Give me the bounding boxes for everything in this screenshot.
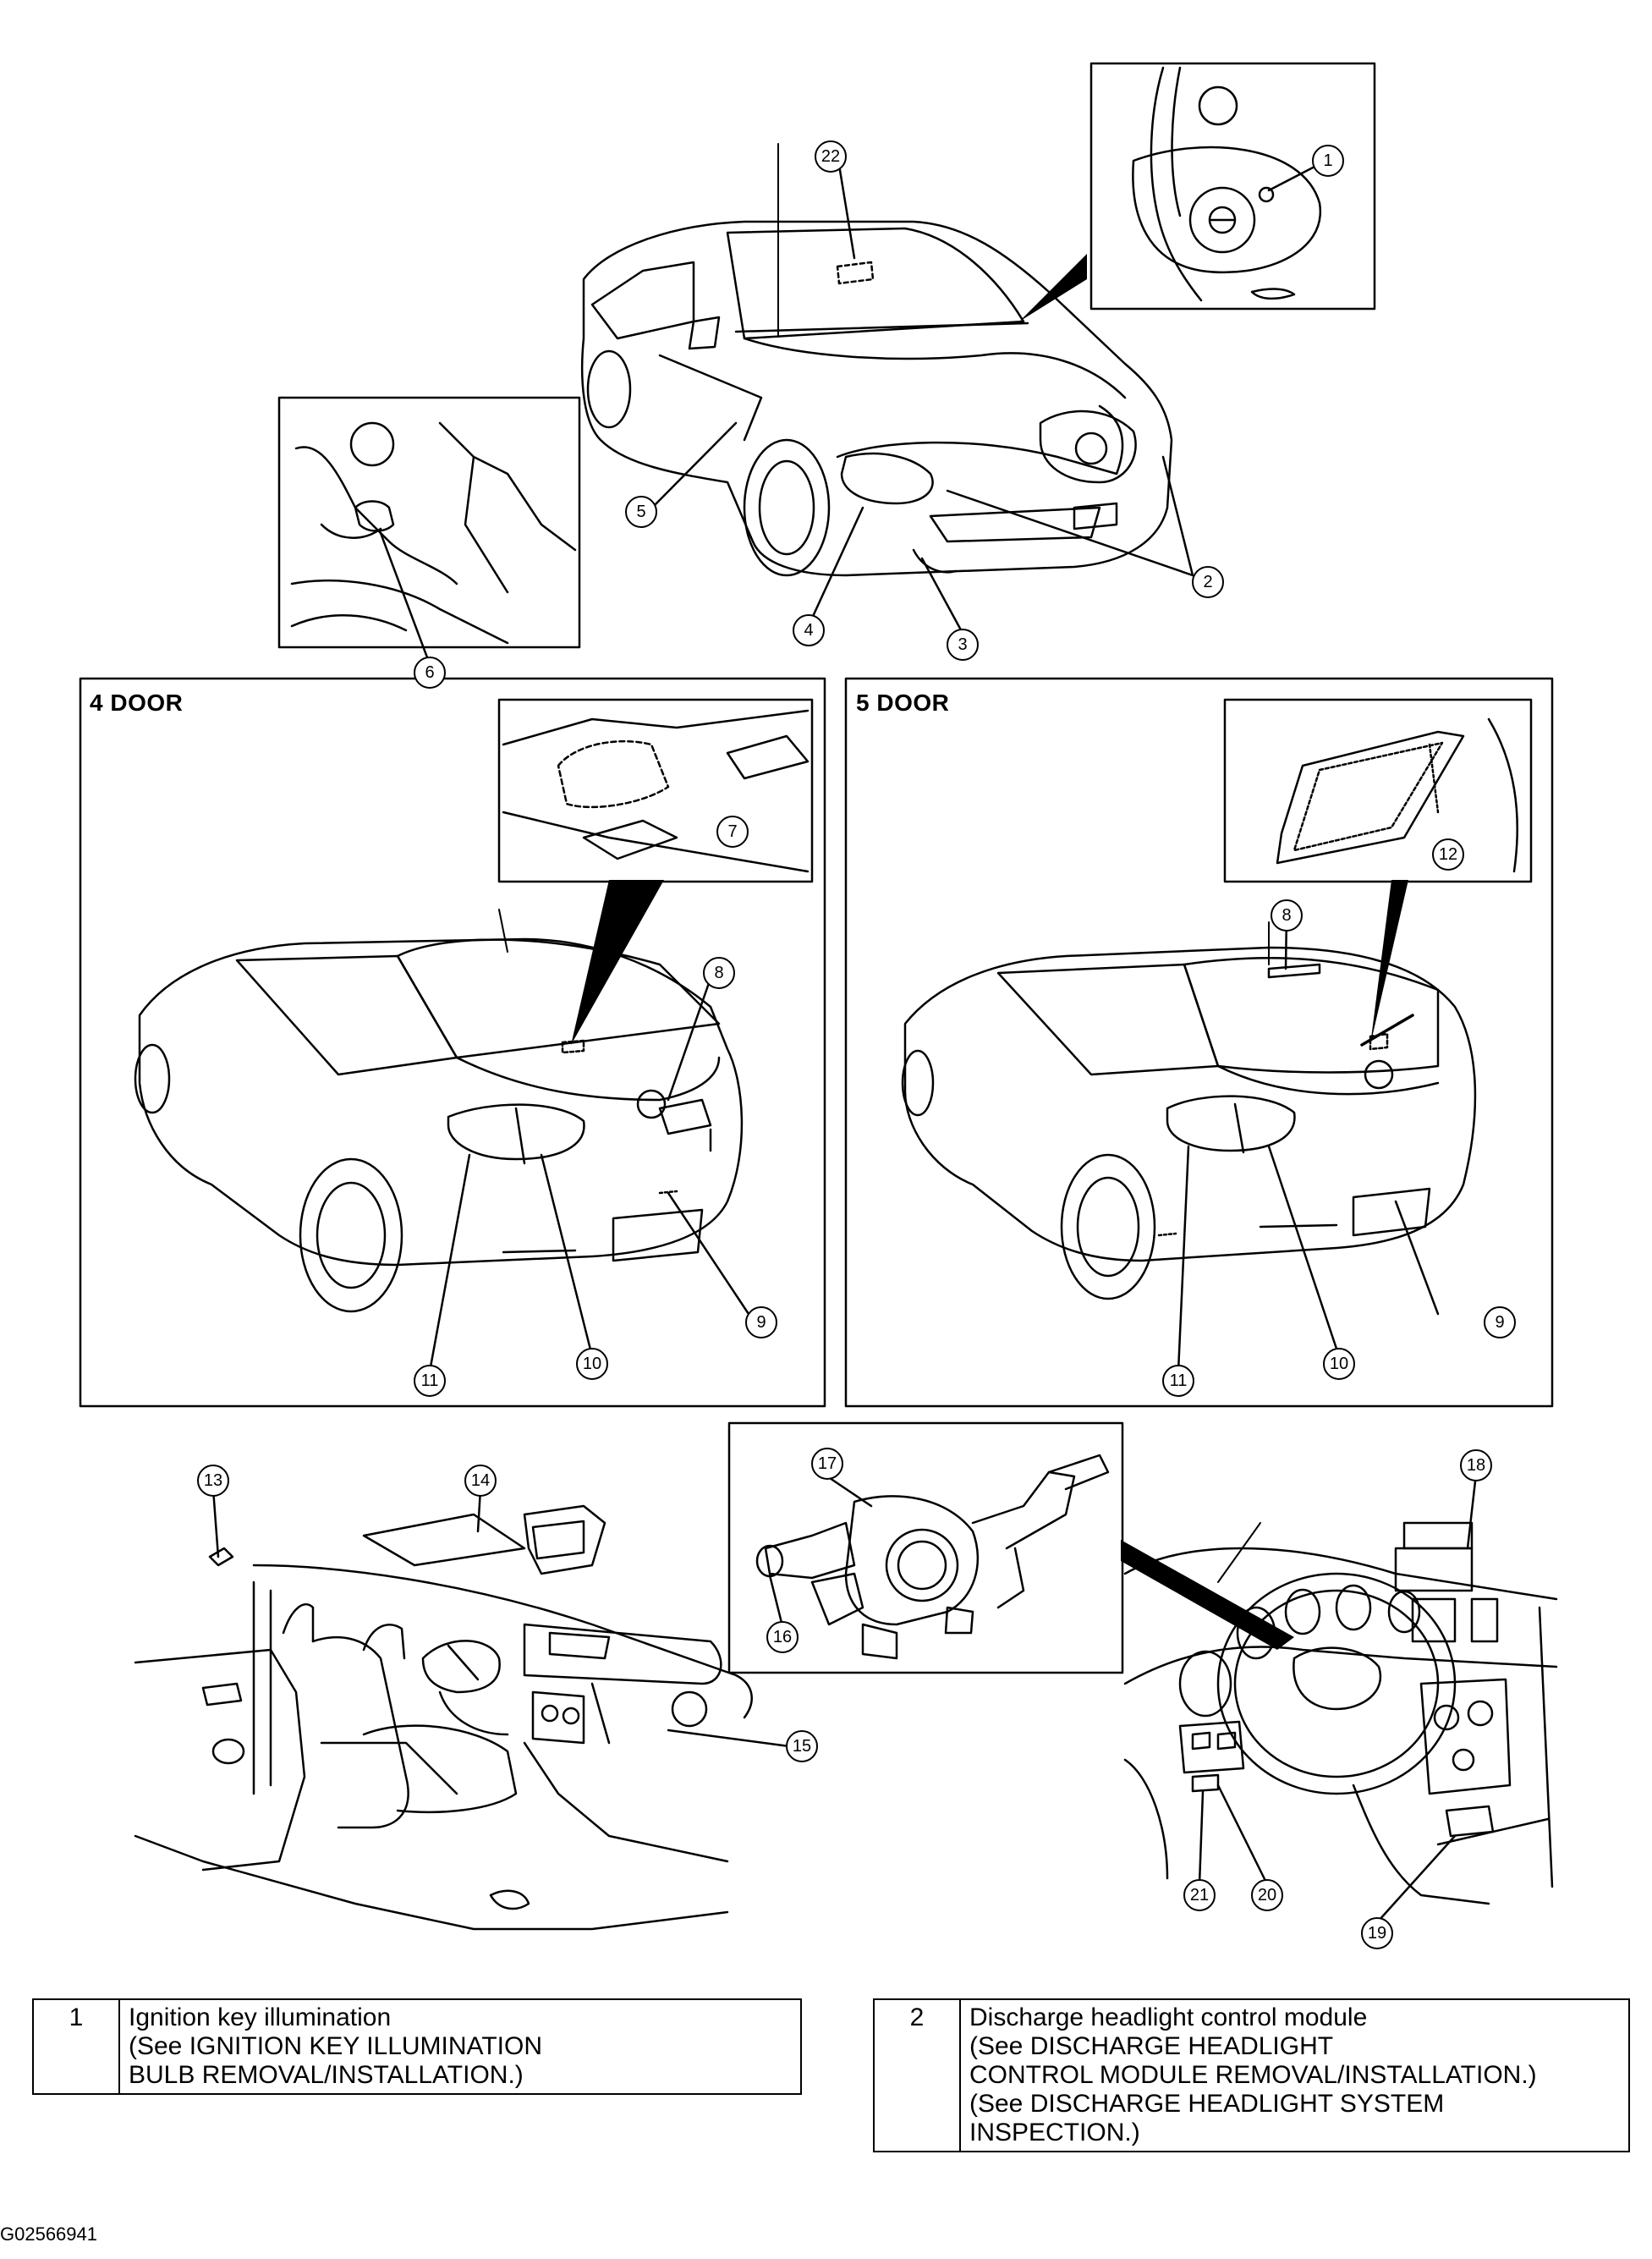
callout-8-4door: 8: [703, 957, 735, 989]
legend-line: CONTROL MODULE REMOVAL/INSTALLATION.): [969, 2061, 1537, 2089]
leaders-top: [379, 163, 1320, 666]
legend-line: Discharge headlight control module: [969, 2003, 1368, 2031]
legend-line: (See IGNITION KEY ILLUMINATION: [129, 2032, 542, 2060]
leaders-5door: [1177, 914, 1440, 1373]
leaders-interior-left: [211, 1487, 791, 1748]
legend-line: (See DISCHARGE HEADLIGHT SYSTEM: [969, 2090, 1445, 2118]
callout-22: 22: [815, 140, 847, 173]
callout-14: 14: [464, 1465, 497, 1497]
callout-17: 17: [811, 1448, 843, 1480]
leader-inset-12: [1370, 880, 1408, 1045]
interior-left-drawing: [134, 1504, 753, 1931]
callout-10-5door: 10: [1323, 1348, 1355, 1380]
callout-1: 1: [1312, 145, 1344, 177]
callout-18: 18: [1460, 1449, 1492, 1481]
callout-6: 6: [414, 657, 446, 689]
interior-right-drawing: [1123, 1521, 1558, 1905]
legend-description: Discharge headlight control module (See …: [959, 1998, 1630, 2152]
leaders-interior-right: [1198, 1472, 1478, 1922]
panel-4door-frame: [79, 677, 826, 1408]
legend-line: Ignition key illumination: [129, 2003, 392, 2031]
leader-inset-1: [1019, 254, 1087, 322]
panel-5door-frame: [844, 677, 1554, 1408]
callout-11-4door: 11: [414, 1365, 446, 1397]
callout-10-4door: 10: [576, 1348, 608, 1380]
callout-12: 12: [1432, 838, 1464, 871]
panel-title-4door: 4 DOOR: [90, 690, 184, 716]
legend-description: Ignition key illumination (See IGNITION …: [118, 1998, 802, 2095]
leader-inset-switch: [1121, 1540, 1294, 1650]
leaders-4door: [428, 981, 750, 1373]
leaders-inset-switch: [768, 1475, 873, 1628]
front-car-drawing: [580, 143, 1173, 577]
callout-9-4door: 9: [745, 1306, 777, 1338]
figure-id: G02566941: [0, 2223, 97, 2245]
panel-title-5door: 5 DOOR: [856, 690, 950, 716]
rear-car-5door-drawing: [901, 921, 1477, 1300]
callout-13: 13: [197, 1465, 229, 1497]
callout-8-5door: 8: [1271, 899, 1303, 932]
inset-item-12: [1223, 698, 1533, 883]
legend-number: 1: [32, 1998, 120, 2095]
inset-item-7: [497, 698, 814, 883]
legend-number: 2: [873, 1998, 961, 2152]
legend-table-1: 1 Ignition key illumination (See IGNITIO…: [32, 1998, 802, 2095]
legend-line: (See DISCHARGE HEADLIGHT: [969, 2032, 1334, 2060]
callout-4: 4: [793, 614, 825, 646]
callout-9-5door: 9: [1484, 1306, 1516, 1338]
inset-combination-switch: [727, 1421, 1124, 1674]
leader-inset-7: [571, 880, 664, 1045]
legend-row: 2 Discharge headlight control module (Se…: [873, 1998, 1630, 2152]
inset-ignition-key: [1089, 62, 1376, 311]
callout-16: 16: [766, 1621, 799, 1653]
callout-19: 19: [1361, 1917, 1393, 1949]
callout-20: 20: [1251, 1879, 1283, 1911]
callout-5: 5: [625, 496, 657, 528]
legend-line: INSPECTION.): [969, 2119, 1140, 2146]
callout-2: 2: [1192, 566, 1224, 598]
callout-11-5door: 11: [1162, 1365, 1194, 1397]
callout-21: 21: [1183, 1879, 1216, 1911]
rear-car-4door-drawing: [134, 909, 744, 1313]
legend-table-2: 2 Discharge headlight control module (Se…: [873, 1998, 1630, 2152]
callout-7: 7: [716, 816, 749, 848]
inset-item-6: [277, 396, 581, 649]
legend-row: 1 Ignition key illumination (See IGNITIO…: [32, 1998, 802, 2095]
callout-3: 3: [947, 629, 979, 661]
legend-line: BULB REMOVAL/INSTALLATION.): [129, 2061, 524, 2089]
callout-15: 15: [786, 1730, 818, 1762]
